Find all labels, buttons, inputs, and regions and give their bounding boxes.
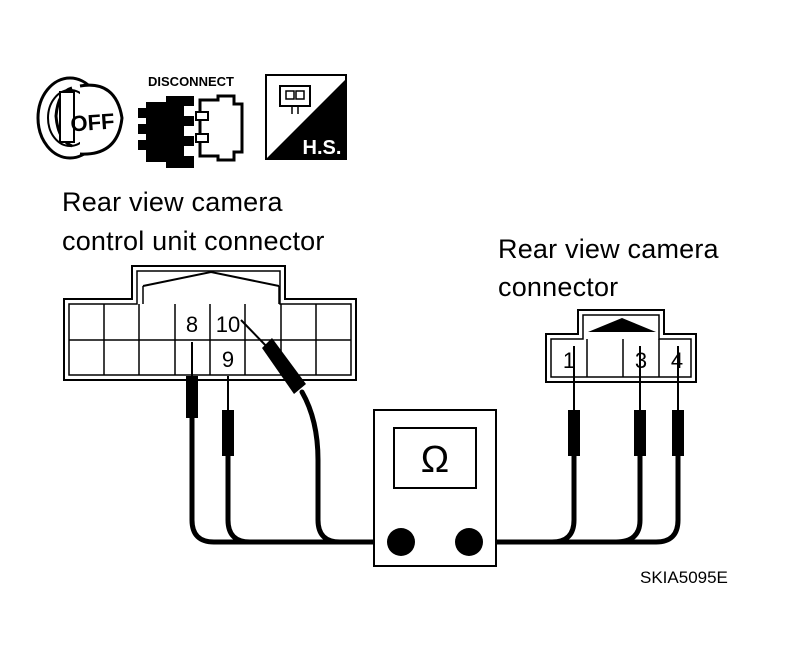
probe-pin-8 xyxy=(186,342,198,418)
camera-connector: 1 3 4 xyxy=(545,309,697,383)
ignition-off-text: OFF xyxy=(70,109,116,137)
probe-pin-9 xyxy=(222,376,234,456)
ecu-pin-10-label: 10 xyxy=(216,312,240,337)
harness-side-icon: H.S. xyxy=(265,74,347,160)
ohm-symbol: Ω xyxy=(421,439,449,481)
ecu-connector-title-line1: Rear view camera xyxy=(62,187,283,217)
figure-code: SKIA5095E xyxy=(640,568,728,587)
probe-pin-4 xyxy=(672,346,684,456)
meter-terminal-left xyxy=(387,528,415,556)
camera-pin-1-label: 1 xyxy=(563,348,575,373)
meter-terminal-right xyxy=(455,528,483,556)
camera-connector-title-line1: Rear view camera xyxy=(498,234,719,264)
probe-pin-1 xyxy=(568,346,580,456)
ohmmeter: Ω xyxy=(373,409,497,567)
ignition-off-icon: OFF xyxy=(36,76,124,160)
probe-pin-3 xyxy=(634,346,646,456)
probe-pin-10 xyxy=(240,319,306,394)
disconnect-text: DISCONNECT xyxy=(148,74,234,89)
harness-side-text: H.S. xyxy=(303,137,342,159)
ecu-pin-9-label: 9 xyxy=(222,347,234,372)
ecu-connector: 8 10 9 xyxy=(63,265,357,381)
disconnect-icon: DISCONNECT xyxy=(138,74,244,168)
ecu-connector-title-line2: control unit connector xyxy=(62,226,325,256)
camera-connector-title-line2: connector xyxy=(498,272,619,302)
ecu-pin-8-label: 8 xyxy=(186,312,198,337)
test-leads xyxy=(189,389,681,545)
